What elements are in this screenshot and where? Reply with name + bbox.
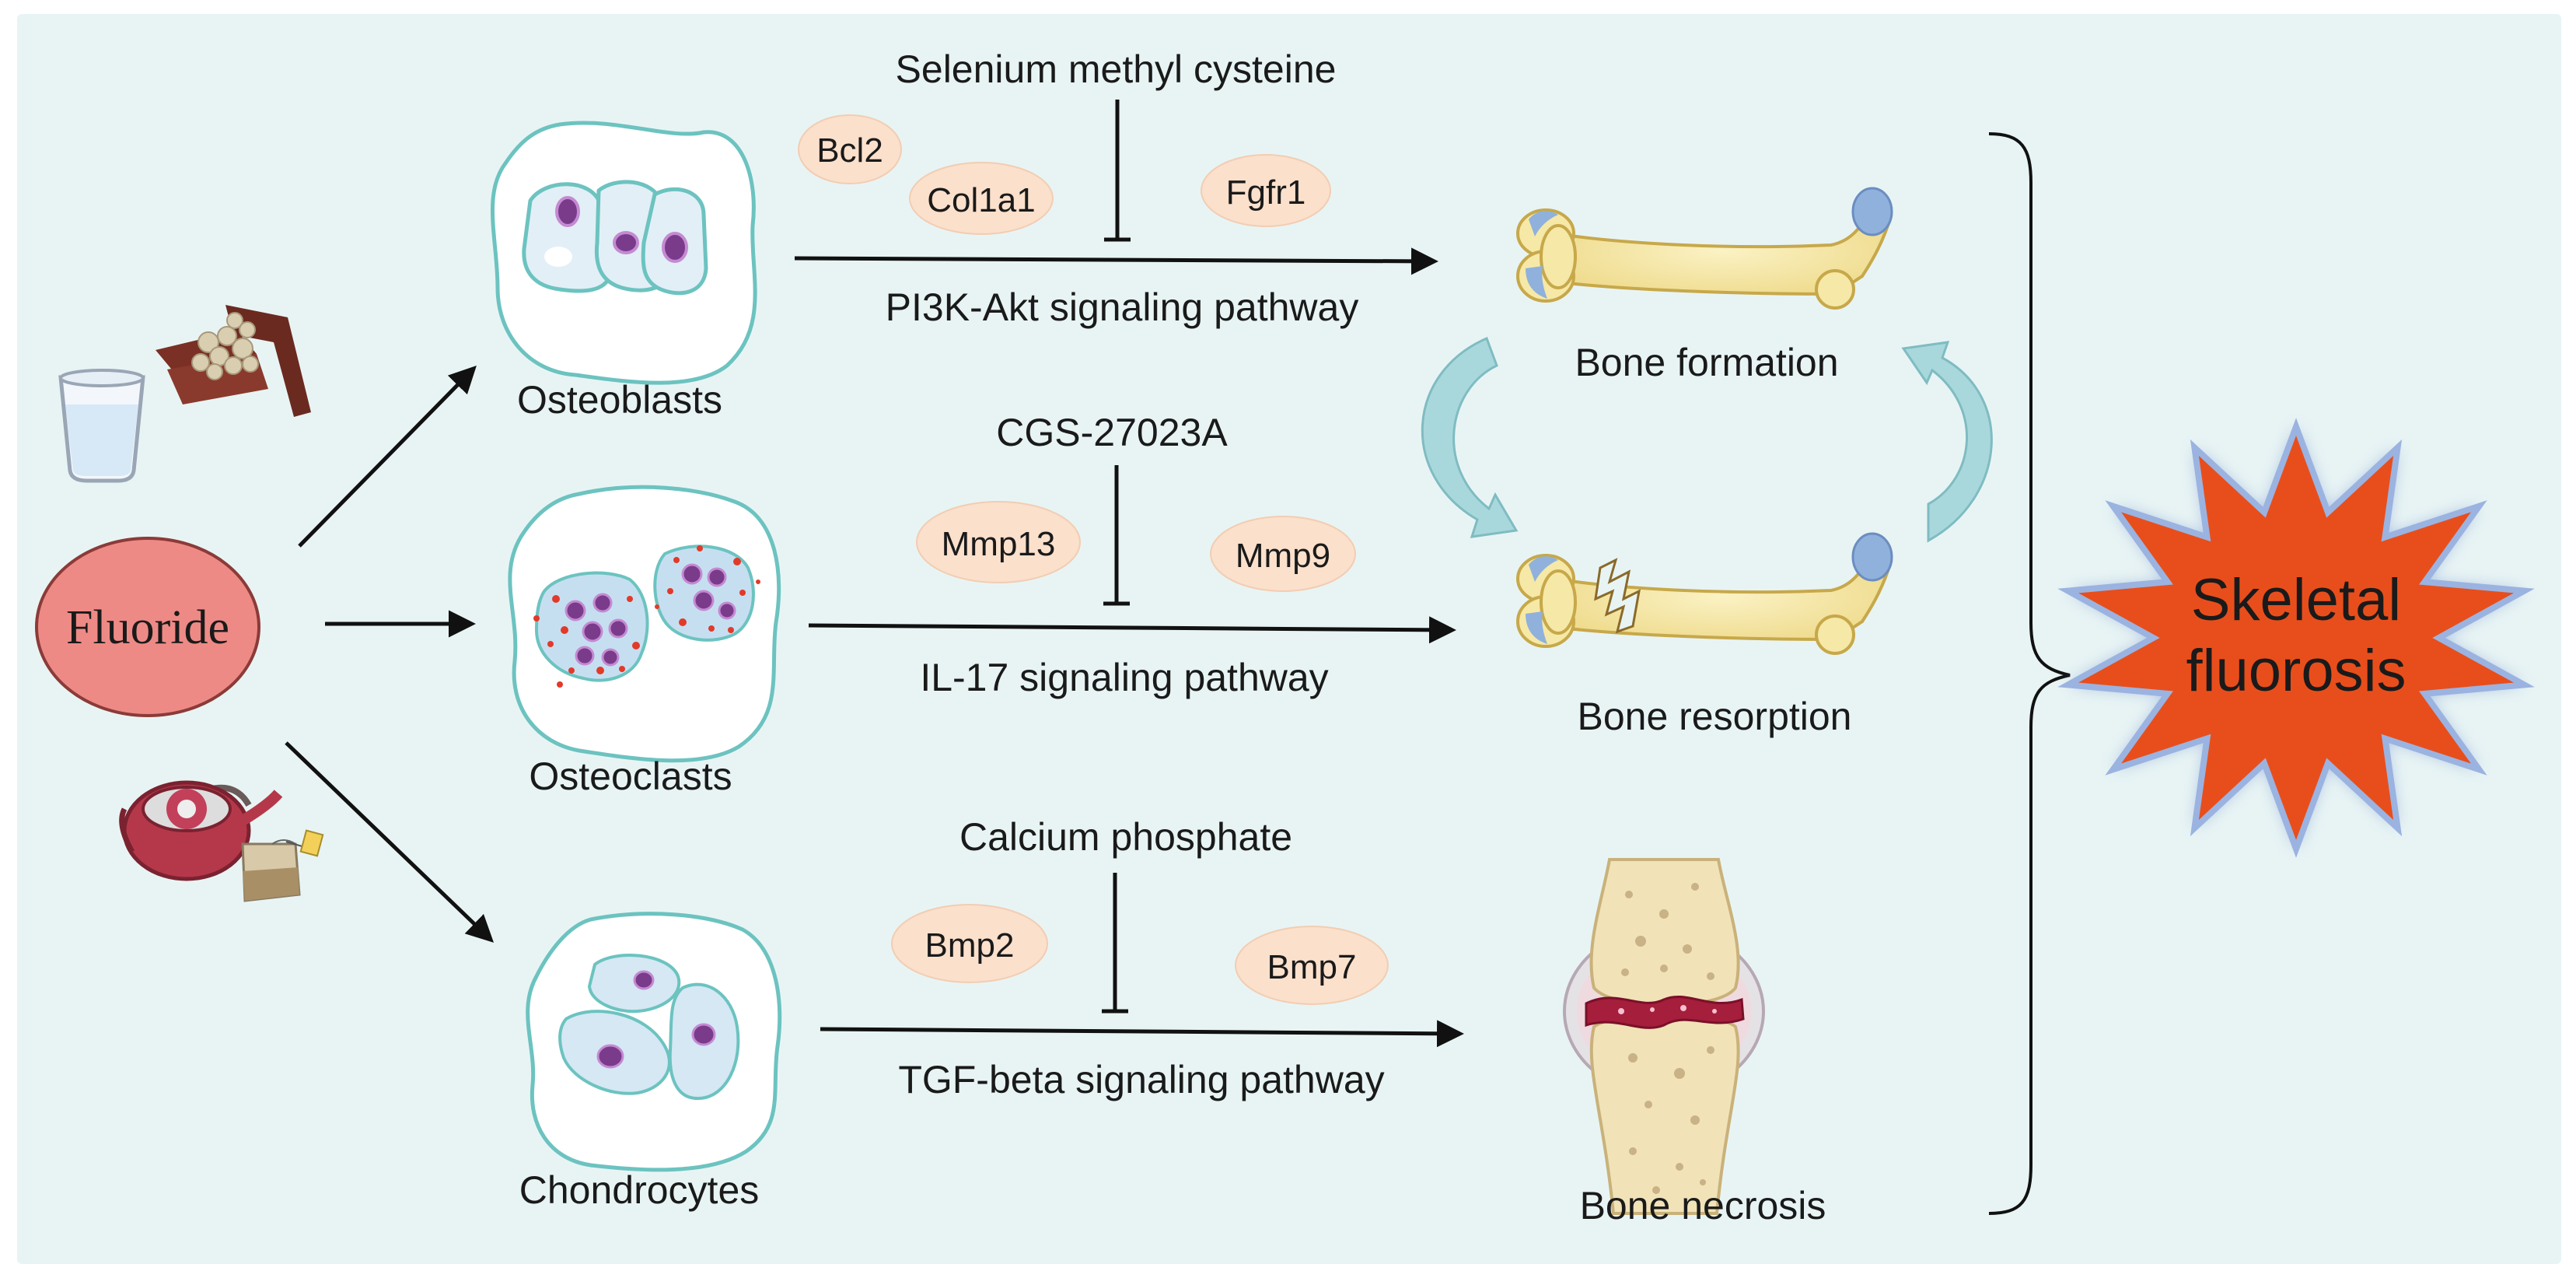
osteoclasts-label: Osteoclasts (529, 755, 732, 798)
chondrocytes-label: Chondrocytes (519, 1168, 760, 1212)
gene-pill-col1a1 (909, 162, 1054, 235)
cycle-arrow-down (1421, 336, 1519, 538)
fluoride-arrows (285, 366, 495, 943)
pathway-il17: CGS-27023A Mmp13 Mmp9 IL-17 signaling pa… (808, 411, 1456, 699)
osteoclasts-cell (508, 485, 781, 763)
bone-necrosis-icon (1563, 858, 1765, 1215)
osteoblasts-cell (490, 121, 757, 385)
tea-bricks-icon (156, 305, 311, 417)
fluoride-node: Fluoride (35, 537, 260, 717)
grouping-brace (1988, 132, 2071, 1215)
gene-pill-mmp13 (916, 501, 1081, 583)
gene-label-mmp9: Mmp9 (1236, 537, 1330, 575)
result-label-line2: fluorosis (2186, 638, 2406, 704)
pathway-arrow-tgf (820, 1020, 1464, 1048)
inhibitor-label-pi3k: Selenium methyl cysteine (896, 47, 1337, 91)
arrow-to-osteoblasts (298, 366, 477, 548)
bone-resorption-icon (1516, 532, 1893, 655)
bone-formation-label: Bone formation (1575, 341, 1838, 384)
gene-pill-bmp7 (1235, 926, 1389, 1005)
cycle-arrow-up (1901, 341, 1993, 543)
inhibitor-label-tgf: Calcium phosphate (959, 815, 1292, 859)
gene-pill-fgfr1 (1201, 154, 1331, 227)
pathway-arrow-pi3k (794, 247, 1438, 275)
bone-resorption-label: Bone resorption (1577, 695, 1851, 738)
gene-label-bcl2: Bcl2 (816, 131, 883, 170)
gene-pill-bmp2 (891, 904, 1048, 983)
gene-label-bmp2: Bmp2 (925, 926, 1015, 965)
inhibitor-label-il17: CGS-27023A (996, 411, 1228, 454)
pathway-label-il17: IL-17 signaling pathway (920, 656, 1328, 699)
teapot-icon (119, 780, 283, 881)
pathway-label-tgf: TGF-beta signaling pathway (898, 1058, 1384, 1101)
gene-label-mmp13: Mmp13 (942, 525, 1056, 563)
bone-formation-icon (1516, 187, 1893, 310)
osteoblasts-label: Osteoblasts (517, 378, 722, 422)
pathway-arrow-il17 (808, 616, 1456, 644)
pathway-label-pi3k: PI3K-Akt signaling pathway (886, 285, 1359, 329)
arrow-to-chondrocytes (285, 741, 495, 943)
cycle-arrows (1421, 336, 1993, 543)
gene-pill-bcl2 (798, 114, 902, 184)
gene-label-fgfr1: Fgfr1 (1226, 173, 1306, 212)
pathway-tgf: Calcium phosphate Bmp2 Bmp7 TGF-beta sig… (820, 815, 1464, 1101)
water-glass-icon (58, 369, 145, 483)
bone-necrosis-label: Bone necrosis (1580, 1184, 1826, 1227)
bone-fracture-mark (1594, 558, 1641, 634)
gene-label-bmp7: Bmp7 (1267, 948, 1357, 986)
skeletal-fluorosis-starburst: Skeletal fluorosis (2057, 418, 2535, 858)
gene-pill-mmp9 (1210, 516, 1356, 592)
necrotic-cartilage (1585, 995, 1745, 1029)
gene-label-col1a1: Col1a1 (927, 181, 1035, 219)
result-label-line1: Skeletal (2191, 567, 2401, 633)
chondrocytes-cell (526, 912, 782, 1172)
fluoride-label: Fluoride (66, 601, 229, 654)
tea-bag-icon (241, 829, 324, 902)
pathway-pi3k: Selenium methyl cysteine Bcl2 Col1a1 Fgf… (794, 47, 1438, 329)
